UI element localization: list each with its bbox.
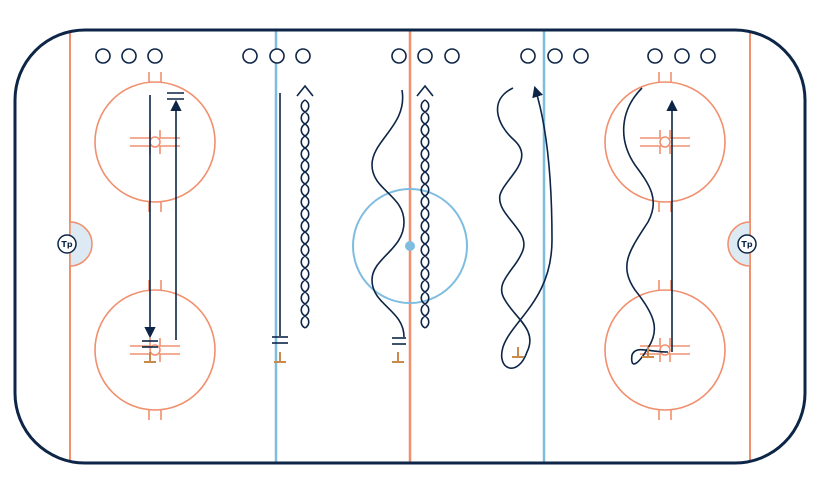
right-goalie-label: Tp [741, 240, 752, 249]
left-goalie[interactable]: Tp [57, 234, 77, 254]
faceoff-circle [604, 280, 726, 420]
player-marker[interactable] [573, 48, 589, 64]
player-marker[interactable] [417, 48, 433, 64]
player-marker[interactable] [520, 48, 536, 64]
drill-figure-loop-skate[interactable] [496, 85, 553, 369]
cone-marker[interactable] [392, 352, 404, 363]
player-marker[interactable] [391, 48, 407, 64]
drill-weave-skate[interactable] [371, 84, 434, 345]
player-marker[interactable] [547, 48, 563, 64]
center-circle [352, 188, 468, 304]
player-marker[interactable] [121, 48, 137, 64]
player-marker[interactable] [444, 48, 460, 64]
player-marker[interactable] [700, 48, 716, 64]
cone-marker[interactable] [642, 347, 654, 358]
right-goalie[interactable]: Tp [737, 234, 757, 254]
player-marker[interactable] [147, 48, 163, 64]
player-marker[interactable] [674, 48, 690, 64]
cone-marker[interactable] [274, 352, 286, 363]
cone-marker[interactable] [144, 352, 156, 363]
left-goalie-label: Tp [61, 240, 72, 249]
drill-zone-weave-skate[interactable] [622, 87, 678, 365]
player-marker[interactable] [242, 48, 258, 64]
cone-marker[interactable] [512, 347, 524, 358]
player-marker[interactable] [295, 48, 311, 64]
faceoff-circle [94, 280, 216, 420]
player-marker[interactable] [95, 48, 111, 64]
center-faceoff-dot [405, 241, 415, 251]
drill-crossover-skate[interactable] [272, 84, 314, 344]
left-goal-crease [69, 221, 93, 267]
faceoff-circle [604, 72, 726, 212]
player-marker[interactable] [647, 48, 663, 64]
player-marker[interactable] [269, 48, 285, 64]
drill-straight-skate[interactable] [142, 92, 184, 348]
rink-boards [13, 28, 807, 465]
